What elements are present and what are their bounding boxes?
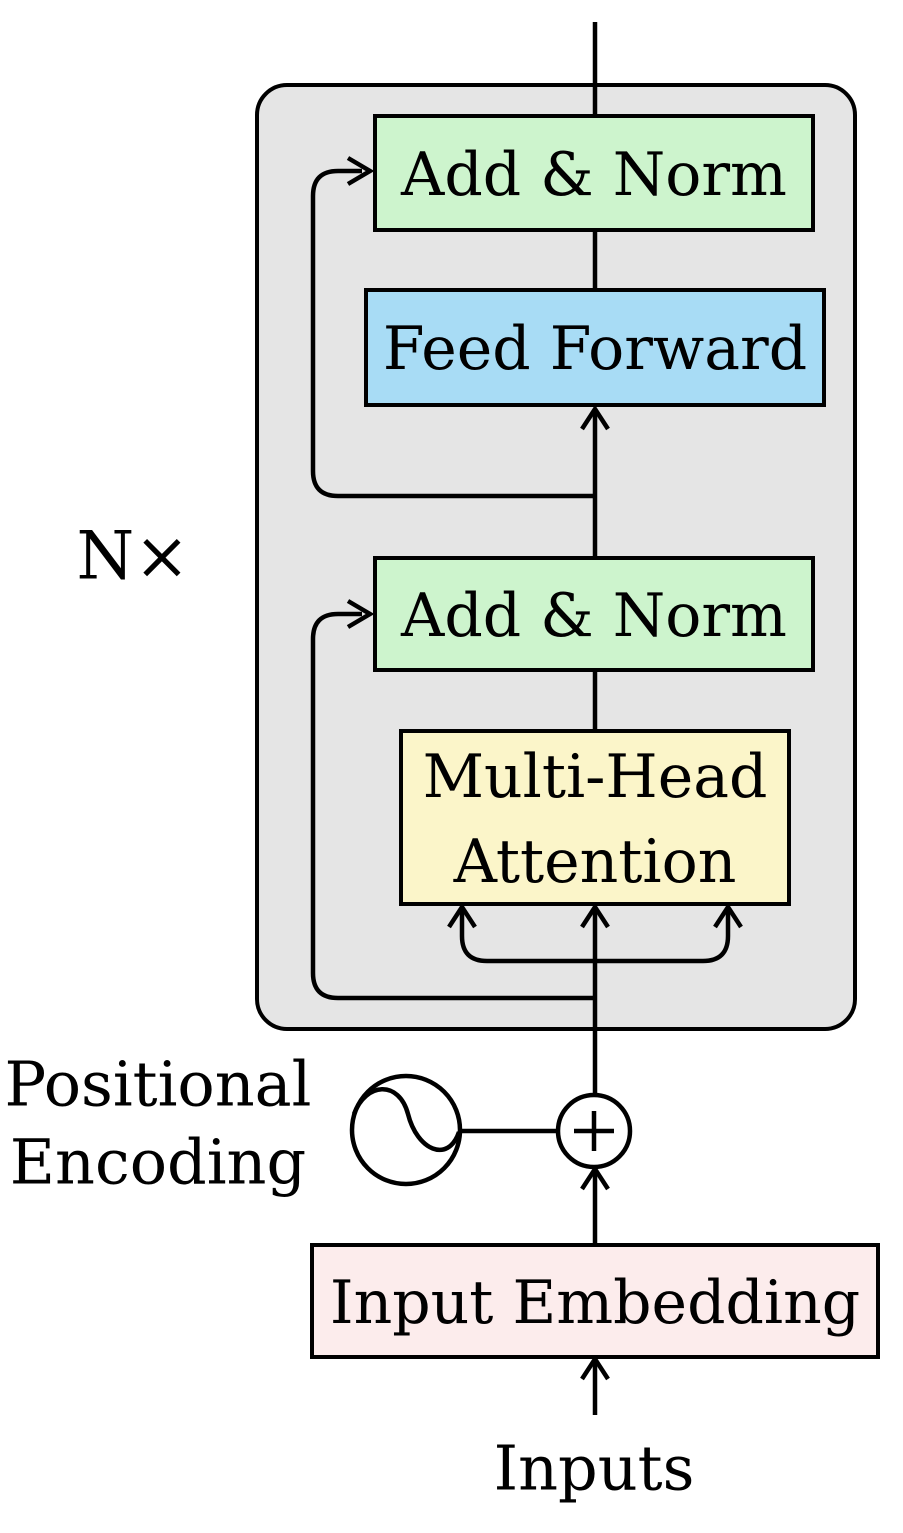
embedding-input-arrowhead (580, 1354, 610, 1381)
residual-line-feedforward (310, 168, 595, 499)
plus-input-arrowhead (580, 1164, 610, 1191)
multi-head-attention-box (399, 729, 791, 906)
add-norm-bottom-label: Add & Norm (400, 581, 787, 651)
qkv-center-arrowhead (580, 902, 610, 929)
sine-wave-icon (351, 1087, 462, 1153)
input-embedding-box (310, 1243, 880, 1359)
inputs-label: Inputs (494, 1432, 695, 1505)
positional-encoding-circle (349, 1073, 463, 1187)
qkv-left-arrowhead (447, 902, 477, 929)
multi-head-attention-label-line2: Attention (453, 827, 737, 897)
add-norm-top-label: Add & Norm (400, 140, 787, 210)
positional-encoding-label-line1: Positional (5, 1048, 312, 1121)
feedforward-input-arrowhead (580, 404, 610, 431)
add-norm-bottom-box (373, 556, 815, 672)
feed-forward-label: Feed Forward (383, 314, 807, 384)
residual-feedforward-arrowhead (346, 156, 375, 186)
repeat-count-label: N× (76, 518, 189, 595)
qkv-right-arrowhead (713, 902, 743, 929)
input-embedding-label: Input Embedding (330, 1268, 860, 1338)
qkv-fork-right-line (595, 910, 731, 964)
residual-line-attention (310, 611, 595, 1001)
multi-head-attention-label-line1: Multi-Head (423, 742, 768, 812)
positional-encoding-label-line2: Encoding (10, 1126, 306, 1199)
qkv-fork-left-line (459, 910, 595, 964)
add-norm-top-box (373, 114, 815, 232)
residual-attention-arrowhead (346, 599, 375, 629)
plus-icon (574, 1111, 614, 1151)
